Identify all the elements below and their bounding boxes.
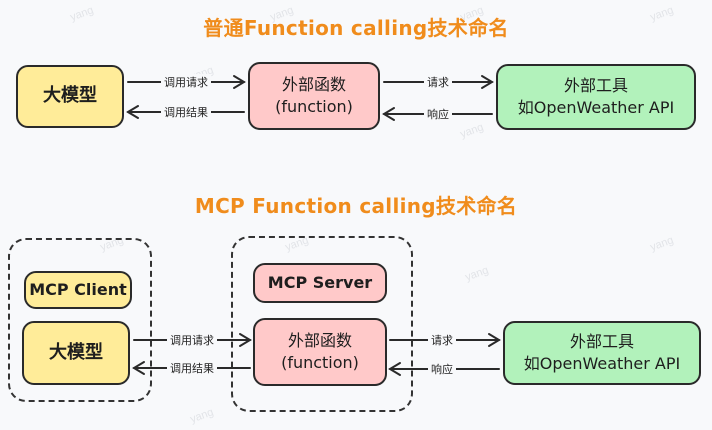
external-tool-box: 外部工具 如OpenWeather API [496,64,696,130]
external-tool-box: 外部工具 如OpenWeather API [503,321,701,385]
llm-label: 大模型 [49,341,103,363]
arrowhead [233,75,246,89]
response-label: 响应 [424,106,452,122]
function-label-line1: 外部函数 [281,75,346,95]
call-request-label: 调用请求 [167,332,217,348]
arrowhead [488,333,501,347]
tool-label-line2: 如OpenWeather API [523,354,681,373]
server-group [231,236,413,412]
section1-title: 普通Function calling技术命名 [203,16,509,40]
request-label: 请求 [424,74,452,90]
function-label-line1: 外部函数 [287,331,352,351]
mcp-client-box: MCP Client [24,271,132,309]
request-label: 请求 [428,332,456,348]
arrowhead [481,75,494,89]
llm-label: 大模型 [43,85,97,107]
client-group [8,238,152,402]
mcp-client-label: MCP Client [29,280,127,300]
arrowhead [132,361,145,375]
call-request-label: 调用请求 [161,74,211,90]
function-label-line2: (function) [281,353,359,372]
mcp-server-box: MCP Server [253,263,387,303]
tool-label-line1: 外部工具 [563,76,628,96]
tool-label-line1: 外部工具 [569,332,634,352]
mcp-server-label: MCP Server [267,273,373,293]
section2-title: MCP Function calling技术命名 [194,194,518,218]
call-result-label: 调用结果 [161,104,211,120]
llm-box: 大模型 [16,65,124,128]
function-label-line2: (function) [275,97,353,116]
arrowhead [126,105,139,119]
arrowhead [382,107,395,121]
tool-label-line2: 如OpenWeather API [517,98,675,117]
llm-box: 大模型 [22,321,130,385]
function-box: 外部函数 (function) [253,318,387,386]
arrowhead [239,333,252,347]
arrowhead [388,362,401,376]
call-result-label: 调用结果 [167,360,217,376]
function-box: 外部函数 (function) [248,62,380,130]
response-label: 响应 [428,361,456,377]
